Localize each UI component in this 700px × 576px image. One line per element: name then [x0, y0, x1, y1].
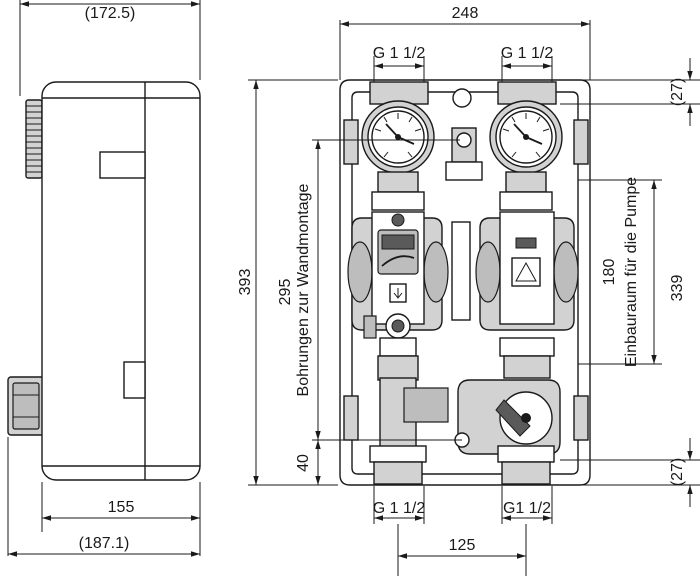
side-bottom-clip: [123, 361, 146, 399]
dim-bottom-offset: 40: [295, 454, 312, 472]
connection-bottom-right: G1 1/2: [503, 500, 551, 517]
dimension-labels: (172.5) 155 (187.1) 248 G 1 1/2 G 1 1/2 …: [79, 5, 686, 554]
dim-side-depth: 155: [108, 499, 135, 516]
dim-top-protrusion: (27): [669, 78, 686, 106]
dim-bottom-protrusion: (27): [669, 458, 686, 486]
dim-overall-height: 393: [237, 269, 254, 296]
left-thermometer: [361, 100, 435, 174]
right-thermometer: [489, 100, 563, 174]
dimension-lines: [7, 0, 700, 576]
mounting-hole-top: [452, 88, 472, 108]
pump-space-label: Einbauraum für die Pumpe: [623, 177, 640, 367]
dim-side-total-bottom: (187.1): [79, 535, 130, 552]
side-top-clip: [99, 151, 146, 179]
dim-bottom-spacing: 125: [449, 537, 476, 554]
connection-top-left: G 1 1/2: [373, 45, 426, 62]
dim-mounting-distance: 295: [277, 279, 294, 306]
side-view: [7, 81, 201, 481]
dim-pump-length: 339: [669, 275, 686, 302]
center-slot: [451, 221, 471, 321]
side-body: [41, 81, 201, 481]
dim-side-total-top: (172.5): [85, 5, 136, 22]
dim-overall-width: 248: [452, 5, 479, 22]
mixing-valve-actuator: [454, 379, 561, 455]
front-view: [339, 79, 591, 486]
mounting-label: Bohrungen zur Wandmontage: [295, 183, 312, 396]
dim-pump-space: 180: [601, 259, 618, 286]
connection-bottom-left: G 1 1/2: [373, 500, 426, 517]
connection-top-right: G 1 1/2: [501, 45, 554, 62]
